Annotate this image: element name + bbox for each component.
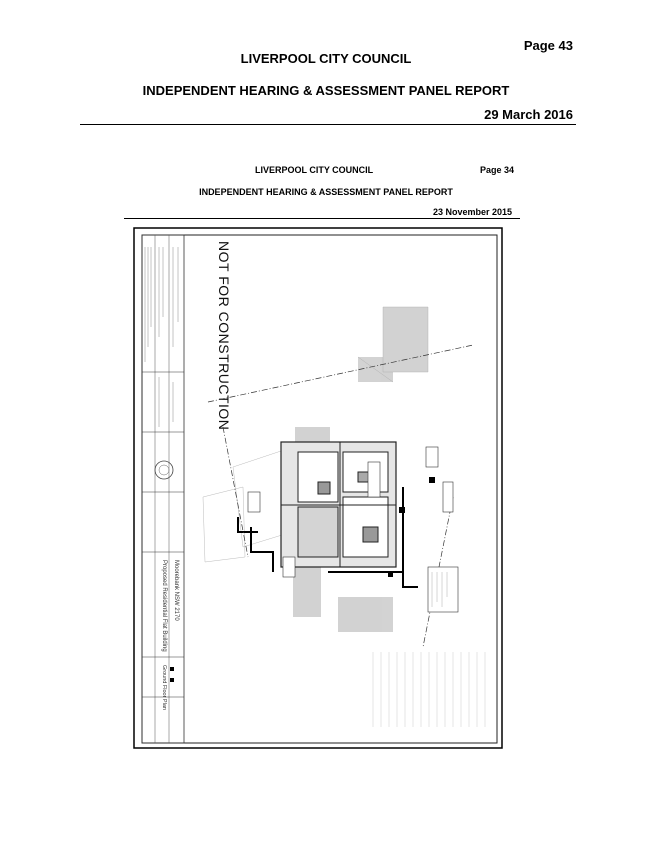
embedded-page-number: Page 34 [480, 165, 515, 175]
header-rule [80, 124, 576, 125]
embedded-council-title: LIVERPOOL CITY COUNCIL [255, 165, 374, 175]
title-block: Proposed Residential Flat Building Moore… [141, 234, 185, 744]
title-block-sheet: Ground Floor Plan [161, 665, 167, 710]
compass-icon [154, 460, 174, 480]
architectural-drawing: Proposed Residential Flat Building Moore… [133, 227, 503, 749]
building-plan [280, 441, 397, 568]
area-schedule [372, 652, 486, 727]
title-block-address: Moorebank NSW 2170 [173, 560, 179, 621]
title-block-project: Proposed Residential Flat Building [161, 560, 167, 652]
page-number: Page 43 [523, 38, 573, 53]
embedded-report-title: INDEPENDENT HEARING & ASSESSMENT PANEL R… [199, 187, 453, 197]
council-title: LIVERPOOL CITY COUNCIL [240, 51, 412, 66]
report-date: 29 March 2016 [484, 107, 573, 122]
embedded-header-rule [124, 218, 520, 219]
report-title: INDEPENDENT HEARING & ASSESSMENT PANEL R… [142, 83, 510, 98]
not-for-construction-stamp: NOT FOR CONSTRUCTION [216, 241, 232, 430]
embedded-report-date: 23 November 2015 [433, 207, 513, 217]
